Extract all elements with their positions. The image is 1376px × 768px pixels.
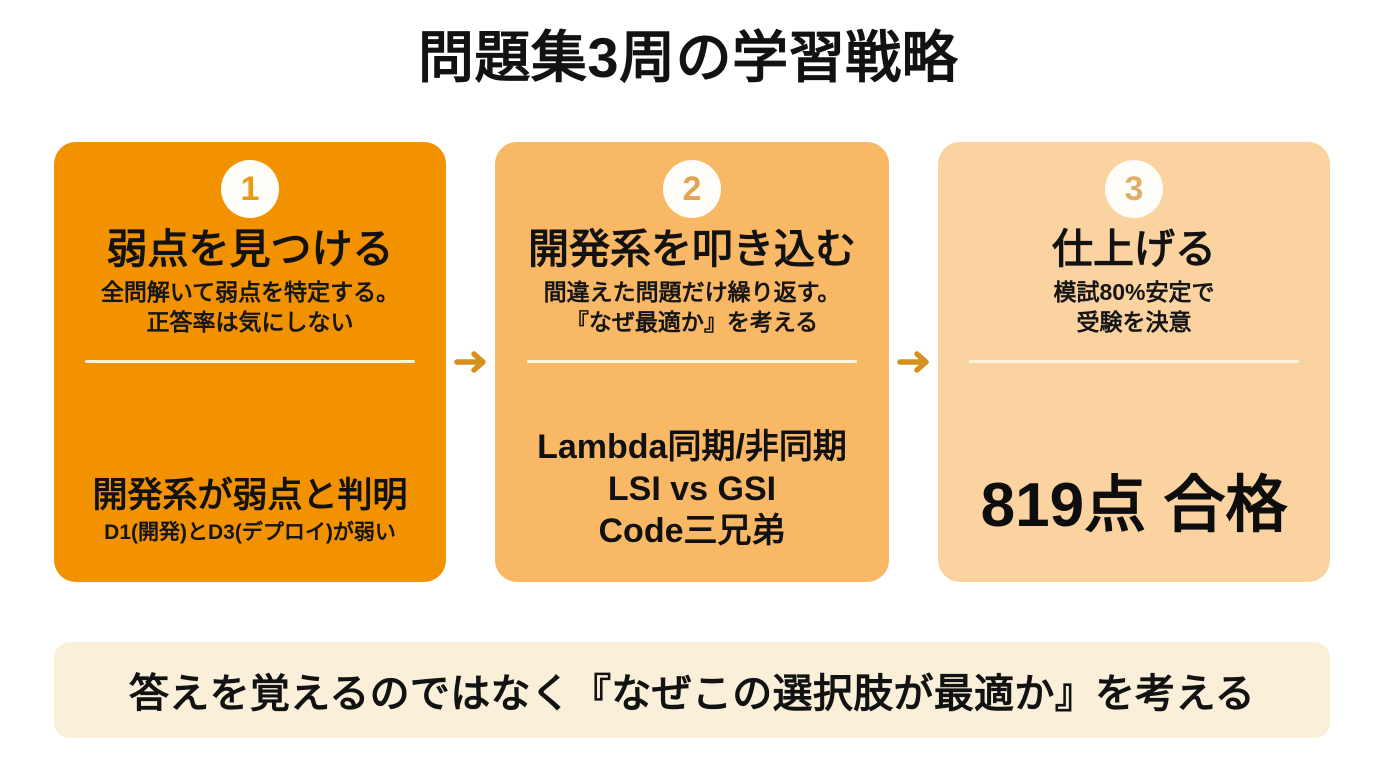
card-divider-3	[969, 359, 1299, 363]
step-heading-1: 弱点を見つける	[106, 226, 394, 272]
step-number-badge-2: 2	[663, 160, 721, 218]
arrow-right-icon	[453, 351, 486, 373]
step-subtext-1: 全問解いて弱点を特定する。 正答率は気にしない	[101, 277, 399, 338]
footer-banner: 答えを覚えるのではなく『なぜこの選択肢が最適か』を考える	[54, 642, 1330, 738]
final-score-text: 819点 合格	[980, 470, 1288, 540]
step-subtext-2-line-2: 『なぜ最適か』を考える	[565, 309, 819, 336]
step-topic-2-item-3: Code三兄弟	[598, 511, 786, 550]
page-title: 問題集3周の学習戦略	[417, 26, 959, 89]
card-divider-1	[85, 359, 415, 363]
step-subtext-3-line-2: 受験を決意	[1076, 309, 1192, 336]
arrow-gap-1	[446, 142, 495, 582]
step-subtext-1-line-1: 全問解いて弱点を特定する。	[100, 278, 400, 305]
step-result-1: 開発系が弱点と判明 D1(開発)とD3(デプロイ)が弱い	[68, 475, 432, 546]
step-result-2: Lambda同期/非同期 LSI vs GSI Code三兄弟	[509, 426, 875, 552]
step-subtext-3-line-1: 模試80%安定で	[1053, 278, 1215, 305]
step-number-badge-1: 1	[221, 160, 279, 218]
step-card-row: 1 弱点を見つける 全問解いて弱点を特定する。 正答率は気にしない 開発系が弱点…	[54, 142, 1330, 582]
footer-banner-text: 答えを覚えるのではなく『なぜこの選択肢が最適か』を考える	[129, 672, 1255, 716]
step-subtext-3: 模試80%安定で 受験を決意	[1053, 277, 1214, 338]
step-subtext-1-line-2: 正答率は気にしない	[146, 309, 354, 336]
step-card-3: 3 仕上げる 模試80%安定で 受験を決意 819点 合格	[938, 142, 1330, 582]
step-result-main-1: 開発系が弱点と判明	[92, 475, 408, 515]
step-result-3: 819点 合格	[952, 470, 1316, 540]
step-card-1: 1 弱点を見つける 全問解いて弱点を特定する。 正答率は気にしない 開発系が弱点…	[54, 142, 446, 582]
step-topic-2-item-2: LSI vs GSI	[607, 469, 777, 508]
step-heading-2: 開発系を叩き込む	[528, 226, 856, 272]
arrow-right-icon	[896, 351, 929, 373]
step-topic-2-item-1: Lambda同期/非同期	[537, 427, 847, 466]
step-subtext-2: 間違えた問題だけ繰り返す。 『なぜ最適か』を考える	[544, 277, 841, 338]
step-result-note-1: D1(開発)とD3(デプロイ)が弱い	[104, 520, 396, 544]
step-card-2: 2 開発系を叩き込む 間違えた問題だけ繰り返す。 『なぜ最適か』を考える Lam…	[495, 142, 889, 582]
step-number-badge-3: 3	[1105, 160, 1163, 218]
card-divider-2	[527, 359, 857, 363]
step-heading-3: 仕上げる	[1052, 226, 1216, 272]
step-topic-list-2: Lambda同期/非同期 LSI vs GSI Code三兄弟	[509, 426, 875, 552]
arrow-gap-2	[889, 142, 938, 582]
step-subtext-2-line-1: 間違えた問題だけ繰り返す。	[543, 278, 841, 305]
